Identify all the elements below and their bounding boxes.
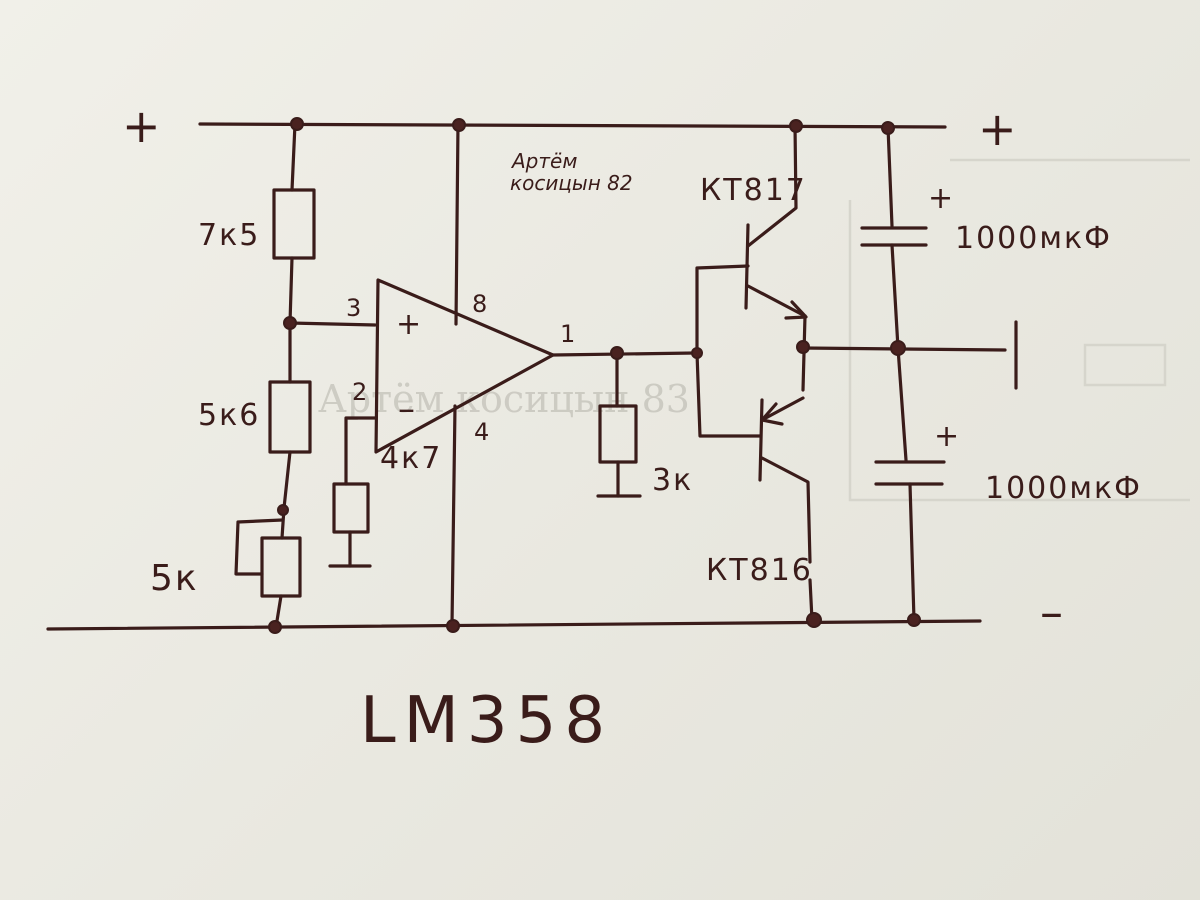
junction-dot bbox=[806, 612, 822, 628]
resistor-7k5 bbox=[272, 188, 316, 260]
label-c-lower: 1000мкФ bbox=[985, 471, 1142, 506]
label-q-lower: КТ816 bbox=[706, 553, 813, 588]
junction-dots bbox=[268, 117, 921, 634]
label-r-inv: 4к7 bbox=[380, 441, 442, 476]
junction-dot bbox=[283, 316, 297, 330]
junction-dot bbox=[452, 118, 466, 132]
label-r-out: 3к bbox=[652, 463, 693, 498]
opamp-plus-sign: + bbox=[396, 307, 421, 342]
ghost-sketch bbox=[848, 158, 1190, 502]
junction-dot bbox=[610, 346, 624, 360]
potentiometer-5k bbox=[260, 536, 302, 598]
push-pull-stage bbox=[695, 123, 1018, 622]
capacitor-bank bbox=[860, 125, 946, 622]
pin-gnd: 4 bbox=[474, 418, 489, 446]
junction-dot bbox=[907, 613, 921, 627]
positive-rail bbox=[198, 122, 947, 129]
opamp-lm358 bbox=[328, 122, 697, 627]
opamp-minus-sign: – bbox=[398, 389, 415, 429]
label-r-mid: 5к6 bbox=[198, 398, 260, 433]
author-line-1: Артём bbox=[510, 149, 577, 173]
pin-out: 1 bbox=[560, 320, 575, 348]
junction-dot bbox=[268, 620, 282, 634]
label-c-upper-plus: + bbox=[928, 181, 955, 216]
negative-rail-label-right: – bbox=[1040, 585, 1065, 639]
author-line-2: косицын 82 bbox=[510, 171, 633, 195]
label-c-upper: 1000мкФ bbox=[955, 221, 1112, 256]
junction-dot bbox=[890, 340, 906, 356]
junction-dot bbox=[796, 340, 810, 354]
junction-dot bbox=[290, 117, 304, 131]
junction-dot bbox=[277, 504, 289, 516]
negative-rail bbox=[46, 619, 982, 631]
label-c-lower-plus: + bbox=[934, 419, 961, 454]
label-r-top: 7к5 bbox=[198, 218, 260, 253]
positive-rail-label-left: + bbox=[122, 99, 163, 153]
watermark-text: Артём косицын 83 bbox=[318, 377, 690, 421]
junction-dot bbox=[881, 121, 895, 135]
divider-network bbox=[234, 122, 377, 629]
pin-in-plus: 3 bbox=[346, 294, 361, 322]
junction-dot bbox=[691, 347, 703, 359]
label-q-upper: КТ817 bbox=[700, 173, 807, 208]
label-pot: 5к bbox=[150, 558, 199, 599]
resistor-4k7 bbox=[332, 482, 370, 534]
junction-dot bbox=[789, 119, 803, 133]
schematic-title: LM358 bbox=[360, 684, 613, 758]
resistor-5k6 bbox=[268, 380, 312, 454]
junction-dot bbox=[446, 619, 460, 633]
output-resistor-network bbox=[596, 351, 642, 498]
pin-in-minus: 2 bbox=[352, 378, 367, 406]
positive-rail-label-right: + bbox=[978, 102, 1019, 156]
pin-vcc: 8 bbox=[472, 290, 487, 318]
